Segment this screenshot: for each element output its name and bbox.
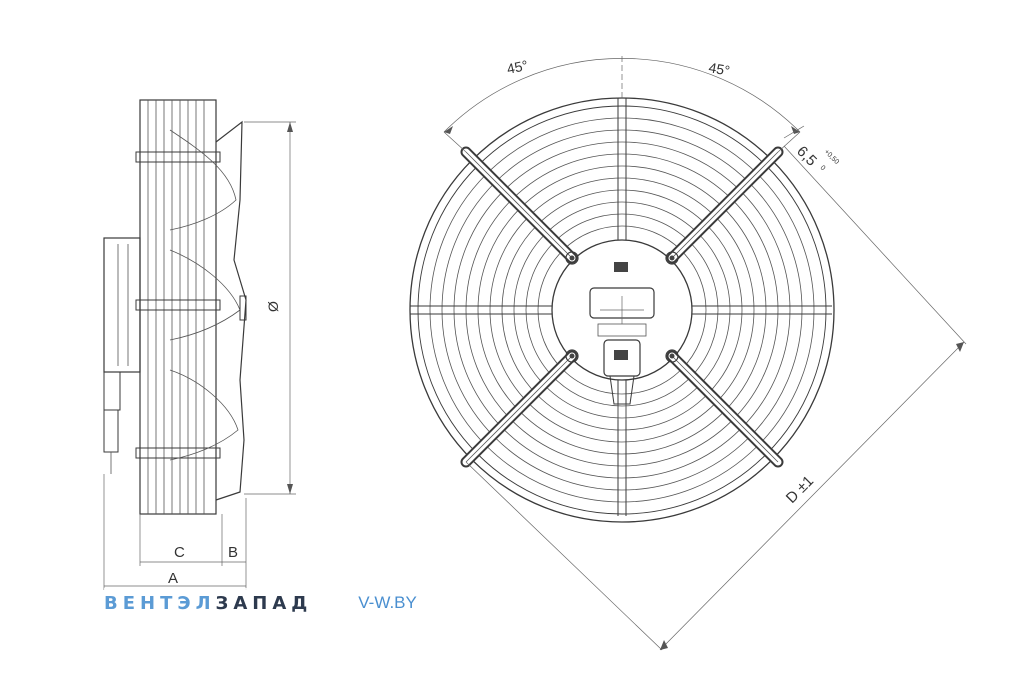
side-view: Ø C B A — [103, 99, 296, 590]
angle-right-label: 45° — [707, 59, 731, 78]
front-view: 45° 45° 6,5 +0,50 0 D ±1 — [409, 56, 967, 651]
arrow — [287, 484, 293, 494]
guard-bar — [135, 151, 221, 163]
label-plate — [597, 323, 647, 337]
bolt-center — [569, 353, 575, 359]
motor-housing — [103, 237, 141, 373]
bolt-center — [569, 255, 575, 261]
arrow — [660, 640, 668, 650]
hub-nut — [239, 295, 247, 321]
cable-sleeve — [609, 375, 635, 405]
blade — [169, 249, 241, 341]
guard-ring — [489, 177, 755, 443]
cable-entry — [603, 339, 641, 377]
dim-extension — [465, 461, 663, 651]
watermark-site: V-W.BY — [358, 593, 417, 612]
bolt — [665, 349, 679, 363]
bolt — [665, 251, 679, 265]
diag-dim-line — [659, 341, 965, 651]
angle-extension — [443, 131, 467, 153]
guard-ring — [465, 153, 779, 467]
angle-left-label: 45° — [505, 57, 529, 77]
angle-extension — [777, 131, 801, 153]
hole-dim-label: 6,5 — [793, 143, 820, 170]
guard-ring — [537, 225, 707, 395]
guard-ring — [453, 141, 791, 479]
arrow — [287, 122, 293, 132]
guard-ring — [525, 213, 719, 407]
dim-c-label: C — [174, 544, 185, 561]
impeller-outline — [215, 120, 247, 501]
hole-leader — [783, 125, 805, 139]
arrow — [956, 342, 964, 352]
watermark-part2: ЗАПАД — [215, 592, 313, 614]
guard-ring — [501, 189, 743, 431]
angle-arc — [443, 58, 801, 133]
arrow — [791, 126, 800, 134]
watermark: ВЕНТЭЛ ЗАПАД V-W.BY — [104, 588, 464, 618]
cable-gland — [103, 371, 121, 411]
arrow — [444, 126, 453, 134]
bolt-center — [669, 255, 675, 261]
hole-tol-upper: +0,50 — [823, 148, 841, 166]
bolt-center — [669, 353, 675, 359]
guard-frame — [139, 99, 217, 515]
dim-extension — [783, 145, 967, 345]
bolt — [565, 251, 579, 265]
guard-bar — [135, 299, 221, 311]
bolt — [565, 349, 579, 363]
guard-ring — [417, 105, 827, 515]
blade — [169, 129, 237, 231]
dim-a-label: A — [168, 570, 178, 587]
diameter-label: Ø — [265, 301, 281, 312]
motor-hub — [551, 239, 693, 381]
connector-bottom — [614, 350, 628, 360]
guard-bar — [135, 447, 221, 459]
hole-tol-lower: 0 — [819, 164, 827, 172]
cable — [103, 409, 119, 453]
guard-ring — [477, 165, 767, 455]
dim-b-label: B — [228, 544, 238, 561]
guard-ring — [513, 201, 731, 419]
connector-top — [614, 262, 628, 272]
blade — [169, 369, 239, 461]
guard-ring — [429, 117, 815, 503]
diag-dim-label: D ±1 — [783, 472, 817, 506]
watermark-part1: ВЕНТЭЛ — [104, 592, 216, 614]
guard-ring — [441, 129, 803, 491]
